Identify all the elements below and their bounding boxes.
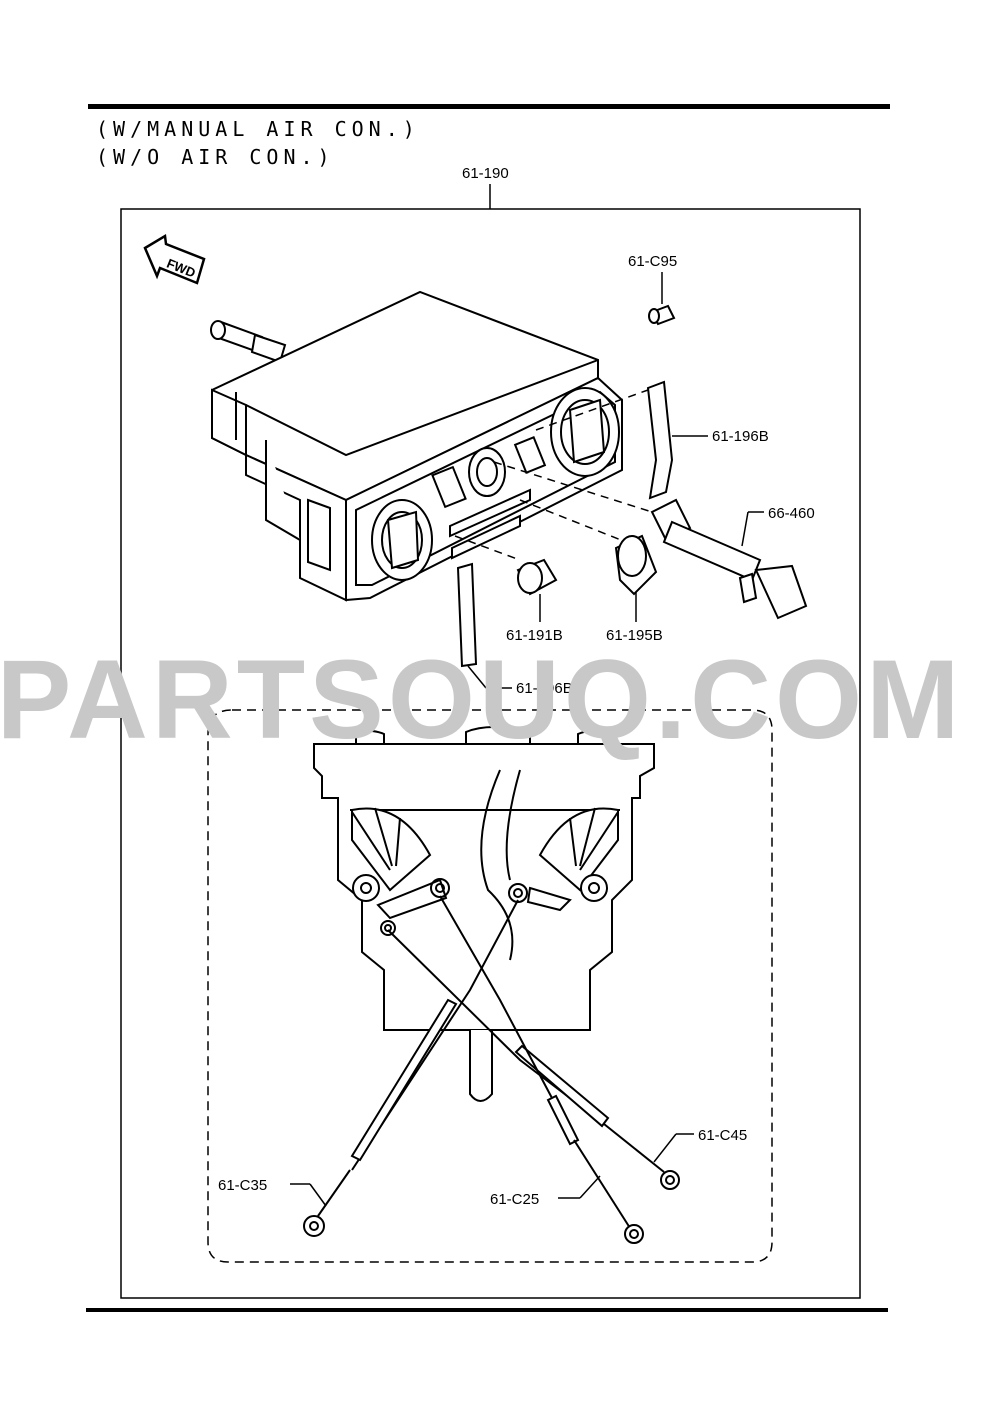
assembly-label[interactable]: 61-190: [462, 165, 509, 182]
switch-part: [650, 498, 808, 620]
cable-2-label[interactable]: 61-C35: [218, 1177, 267, 1194]
screw-part: [648, 304, 676, 326]
inset-dashed-box: [207, 709, 773, 1263]
bottom-rule: [86, 1308, 888, 1312]
condition-line-2: (W/O AIR CON.): [96, 145, 335, 169]
screw-label[interactable]: 61-C95: [628, 253, 677, 270]
top-rule: [88, 104, 890, 109]
condition-line-1: (W/MANUAL AIR CON.): [96, 117, 420, 141]
assembly-frame: [120, 208, 861, 1299]
assembly-leaders: [454, 389, 653, 561]
watermark: PARTSOUQ.COM: [0, 637, 963, 762]
knob-cover-upper-part: [646, 380, 674, 500]
cables: [303, 895, 680, 1244]
fwd-arrow-icon: FWD: [143, 233, 206, 285]
knob-small-label[interactable]: 61-191B: [506, 627, 563, 644]
knob-cover-lower-label[interactable]: 61-196B: [516, 680, 573, 697]
control-plate-rear: [313, 726, 655, 1102]
heater-control-unit: [210, 290, 623, 602]
knob-small-part: [516, 558, 558, 596]
knob-cover-lower-part: [456, 562, 478, 668]
cable-3-label[interactable]: 61-C25: [490, 1191, 539, 1208]
knob-large-label[interactable]: 61-195B: [606, 627, 663, 644]
knob-large-part: [614, 534, 658, 596]
switch-label[interactable]: 66-460: [768, 505, 815, 522]
knob-cover-upper-label[interactable]: 61-196B: [712, 428, 769, 445]
cable-1-label[interactable]: 61-C45: [698, 1127, 747, 1144]
